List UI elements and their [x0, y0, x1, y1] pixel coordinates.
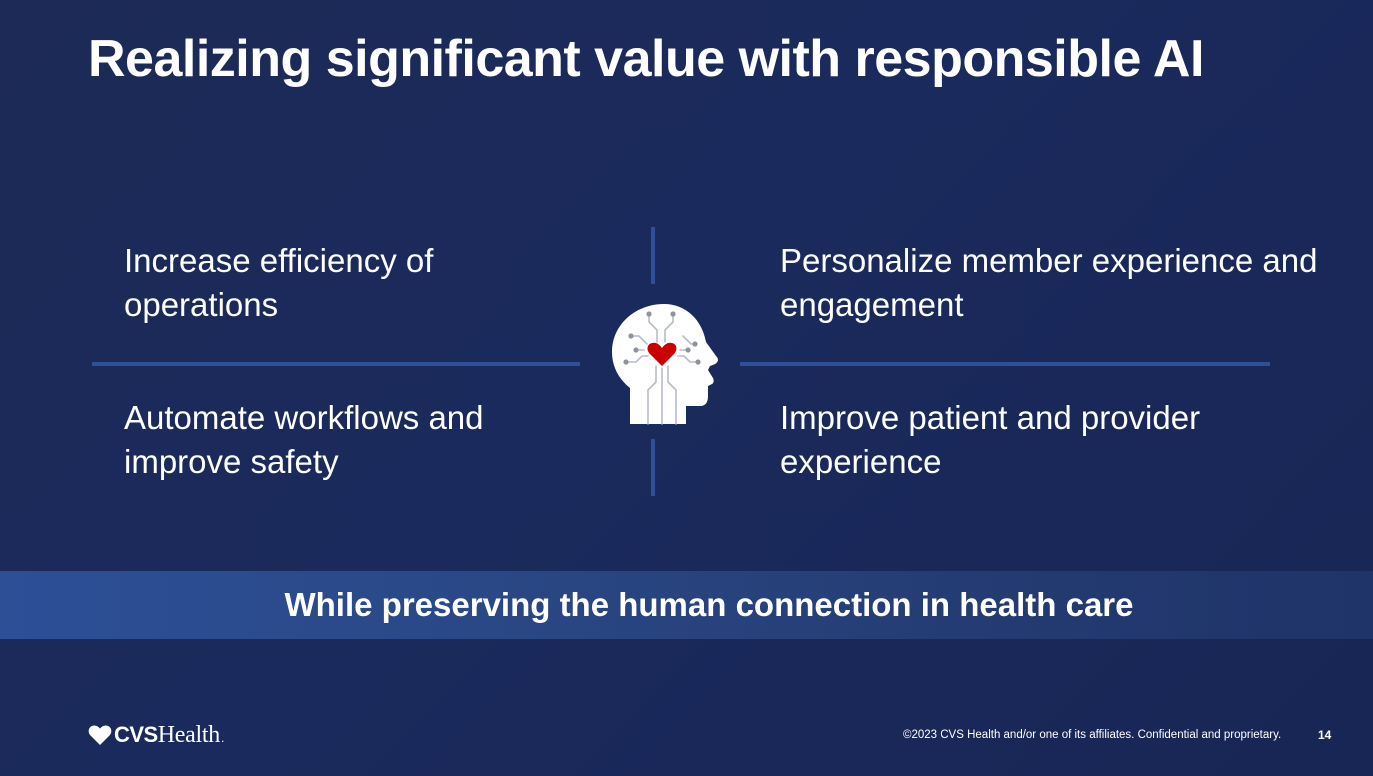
slide-title: Realizing significant value with respons… — [88, 30, 1204, 88]
logo-dot: . — [220, 731, 225, 745]
ai-head-heart-icon — [612, 304, 718, 425]
divider-vertical-top — [651, 227, 655, 284]
bottom-banner: While preserving the human connection in… — [0, 571, 1373, 639]
quadrant-top-right: Personalize member experience and engage… — [780, 242, 1318, 323]
logo-brand-text: CVS — [114, 722, 158, 747]
page-number: 14 — [1318, 728, 1332, 742]
cvs-health-logo: CVS Health . — [88, 720, 224, 750]
divider-vertical-bottom — [651, 439, 655, 496]
heart-icon — [88, 725, 112, 745]
divider-horizontal-right — [740, 362, 1270, 366]
quadrant-top-left: Increase efficiency of operations — [124, 242, 434, 323]
divider-horizontal-left — [92, 362, 580, 366]
logo-suffix-text: Health — [157, 721, 220, 748]
quadrant-bottom-left: Automate workflows and improve safety — [124, 399, 484, 480]
quadrant-bottom-right: Improve patient and provider experience — [780, 399, 1201, 480]
banner-text: While preserving the human connection in… — [284, 586, 1134, 623]
copyright-text: ©2023 CVS Health and/or one of its affil… — [903, 729, 1282, 741]
